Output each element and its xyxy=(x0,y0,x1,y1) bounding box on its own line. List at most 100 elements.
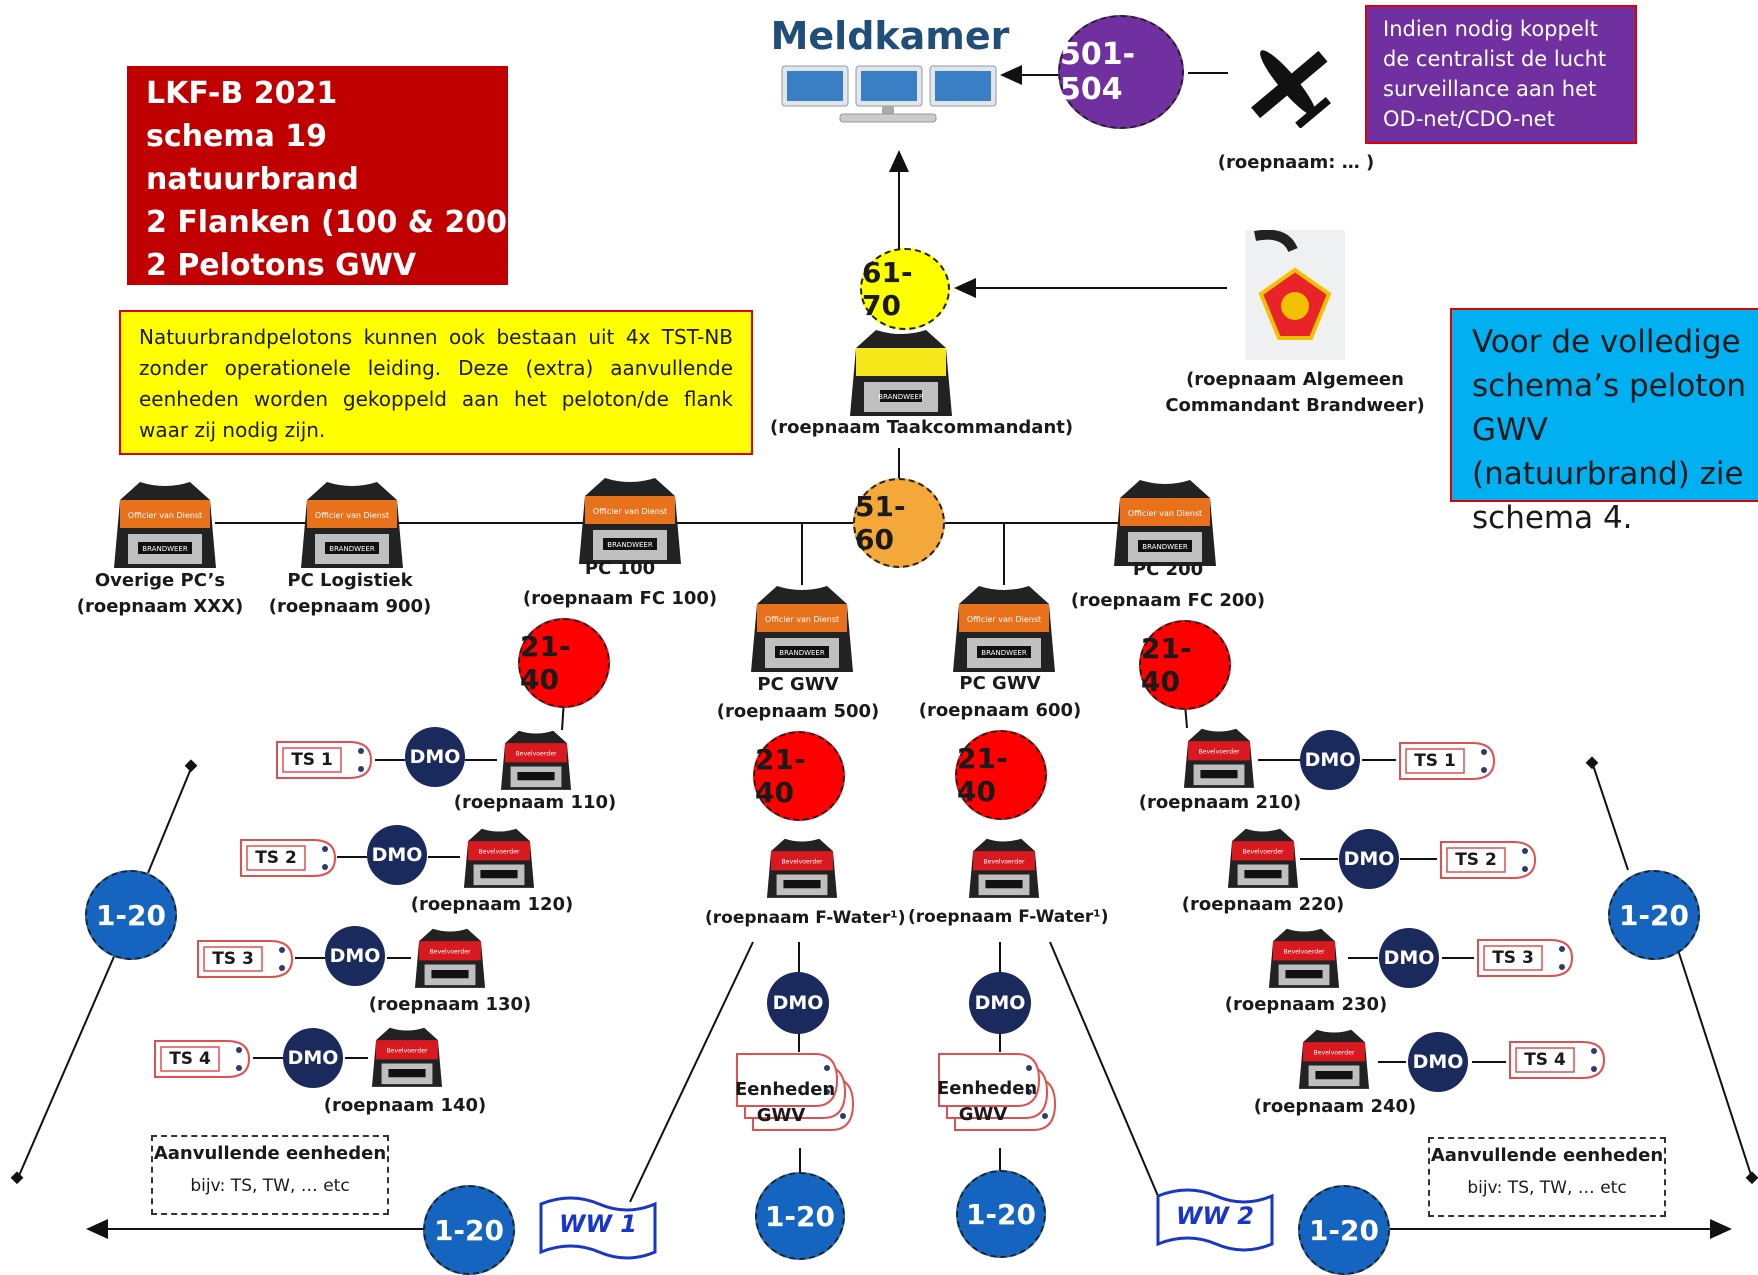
ts-vehicle: TS 1 xyxy=(1396,739,1498,787)
aanvullende-eenheden-right: Aanvullende eenheden bijv: TS, TW, … etc xyxy=(1428,1137,1666,1217)
ts-label: TS 1 xyxy=(1414,751,1456,771)
airplane-icon xyxy=(1251,50,1331,128)
ts-vehicle: TS 4 xyxy=(1506,1038,1608,1086)
vest-label-bevelvoerder: Bevelvoerder xyxy=(515,751,557,758)
title-line: 2 Pelotons GWV xyxy=(146,248,417,283)
meldkamer-title: Meldkamer xyxy=(770,14,1010,58)
channel-21-40-gwv-500: 21-40 xyxy=(753,731,845,821)
vest-label-brandweer: BRANDWEER xyxy=(142,545,188,553)
pc200-label: PC 200 xyxy=(1132,559,1204,580)
ts-vehicle: TS 1 xyxy=(273,738,375,786)
fire-truck-icon xyxy=(276,741,373,779)
officer-vest-icon: Officier van Dienst BRANDWEER xyxy=(114,482,216,568)
callsign-f-water-600: (roepnaam F-Water¹) xyxy=(908,907,1109,927)
channel-1-20-right: 1-20 xyxy=(1608,870,1700,960)
pc100-label: PC 100 xyxy=(584,558,656,579)
vest-label-bevelvoerder: Bevelvoerder xyxy=(429,949,471,956)
channel-21-40-flank-100: 21-40 xyxy=(518,618,610,708)
title-line: LKF-B 2021 xyxy=(146,76,338,111)
vest-label-bevelvoerder: Bevelvoerder xyxy=(1283,949,1325,956)
title-line: schema 19 xyxy=(146,119,328,154)
note-luchtsurveillance: Indien nodig koppelt de centralist de lu… xyxy=(1365,5,1637,144)
ww2-banner: WW 2 xyxy=(1154,1188,1276,1252)
ts-vehicle: TS 4 xyxy=(151,1037,253,1085)
pc200-callsign: (roepnaam FC 200) xyxy=(1070,590,1266,611)
bevelvoerder-vest-icon: Bevelvoerder xyxy=(1227,828,1299,888)
taakcommandant-vest-icon: BRANDWEER xyxy=(850,330,952,416)
schema-title-box: LKF-B 2021 schema 19 natuurbrand 2 Flank… xyxy=(127,66,521,285)
acb-label-line1: (roepnaam Algemeen xyxy=(1186,369,1404,390)
channel-1-20-gwv-600: 1-20 xyxy=(956,1170,1046,1258)
dmo-node: DMO xyxy=(325,926,385,986)
dmo-node: DMO xyxy=(1379,928,1439,988)
bevelvoerder-vest-icon: Bevelvoerder xyxy=(968,838,1040,898)
aanvullende-eenheden-left: Aanvullende eenheden bijv: TS, TW, … etc xyxy=(151,1135,389,1215)
aircraft-callsign-label: (roepnaam: … ) xyxy=(1217,152,1375,173)
bevelvoerder-vest-icon: Bevelvoerder xyxy=(500,730,572,790)
vest-label-officier: Officier van Dienst xyxy=(765,615,839,624)
channel-1-20-gwv-500: 1-20 xyxy=(755,1172,845,1260)
callsign-f-water-500: (roepnaam F-Water¹) xyxy=(705,908,906,928)
overige-pc-callsign: (roepnaam XXX) xyxy=(76,596,244,617)
ts-vehicle: TS 2 xyxy=(1437,838,1539,886)
officer-vest-icon: Officier van Dienst BRANDWEER xyxy=(751,586,853,672)
callsign-220: (roepnaam 220) xyxy=(1181,894,1345,915)
vest-label-bevelvoerder: Bevelvoerder xyxy=(1242,849,1284,856)
gwv-label: GWV xyxy=(756,1105,806,1126)
dmo-node: DMO xyxy=(969,972,1031,1034)
channel-1-20-left: 1-20 xyxy=(85,870,177,960)
ts-label: TS 4 xyxy=(169,1049,211,1069)
vest-label-bevelvoerder: Bevelvoerder xyxy=(1313,1050,1355,1057)
note-zie-schema-4: Voor de volledige schema’s peloton GWV (… xyxy=(1450,308,1758,536)
callsign-130: (roepnaam 130) xyxy=(368,994,532,1015)
vest-label-brandweer: BRANDWEER xyxy=(878,393,924,401)
callsign-120: (roepnaam 120) xyxy=(410,894,574,915)
eenheden-label: Eenheden xyxy=(735,1079,836,1100)
ts-vehicle: TS 2 xyxy=(237,836,339,884)
pc100-callsign: (roepnaam FC 100) xyxy=(522,588,718,609)
channel-21-40-flank-200: 21-40 xyxy=(1139,620,1231,710)
bevelvoerder-vest-icon: Bevelvoerder xyxy=(1268,928,1340,988)
channel-1-20-bottom-right: 1-20 xyxy=(1298,1185,1390,1275)
vest-label-officier: Officier van Dienst xyxy=(967,615,1041,624)
fire-truck-icon xyxy=(197,940,294,978)
dmo-node: DMO xyxy=(1408,1032,1468,1092)
wave-banner-icon xyxy=(1156,1188,1274,1252)
eenheden-label: Eenheden xyxy=(937,1078,1038,1099)
bevelvoerder-vest-icon: Bevelvoerder xyxy=(414,928,486,988)
meldkamer-monitors-icon xyxy=(781,65,997,123)
ts-label: TS 1 xyxy=(291,750,333,770)
ww2-label: WW 2 xyxy=(1176,1202,1254,1230)
aanvullende-sub: bijv: TS, TW, … etc xyxy=(1467,1178,1627,1198)
vest-label-bevelvoerder: Bevelvoerder xyxy=(983,859,1025,866)
ts-label: TS 3 xyxy=(212,949,254,969)
wave-banner-icon xyxy=(539,1196,657,1260)
vest-label-officier: Officier van Dienst xyxy=(128,511,202,520)
callsign-210: (roepnaam 210) xyxy=(1138,792,1302,813)
fire-truck-icon xyxy=(1440,841,1537,879)
dmo-node: DMO xyxy=(405,727,465,787)
callsign-240: (roepnaam 240) xyxy=(1253,1096,1417,1117)
title-line: 2 Flanken (100 & 200) xyxy=(146,205,521,240)
aanvullende-title: Aanvullende eenheden xyxy=(153,1143,387,1164)
channel-21-40-gwv-600: 21-40 xyxy=(955,730,1047,820)
channel-1-20-bottom-left: 1-20 xyxy=(423,1185,515,1275)
vest-label-brandweer: BRANDWEER xyxy=(779,649,825,657)
ts-label: TS 4 xyxy=(1524,1050,1566,1070)
pc-gwv-500-callsign: (roepnaam 500) xyxy=(716,701,880,722)
vest-label-bevelvoerder: Bevelvoerder xyxy=(781,859,823,866)
overige-pc-label: Overige PC’s xyxy=(94,570,226,591)
callsign-110: (roepnaam 110) xyxy=(453,792,617,813)
channel-51-60: 51-60 xyxy=(853,478,945,568)
officer-vest-icon: Officier van Dienst BRANDWEER xyxy=(301,482,403,568)
fire-truck-icon xyxy=(1399,742,1496,780)
vehicle-stack-icon xyxy=(938,1053,1057,1131)
pc-gwv-600-callsign: (roepnaam 600) xyxy=(918,700,1082,721)
vest-label-bevelvoerder: Bevelvoerder xyxy=(1198,749,1240,756)
vest-label-brandweer: BRANDWEER xyxy=(607,541,653,549)
ts-label: TS 2 xyxy=(1455,850,1497,870)
dmo-node: DMO xyxy=(283,1028,343,1088)
bevelvoerder-vest-icon: Bevelvoerder xyxy=(766,838,838,898)
channel-501-504: 501-504 xyxy=(1058,15,1184,129)
fire-truck-icon xyxy=(1477,939,1574,977)
